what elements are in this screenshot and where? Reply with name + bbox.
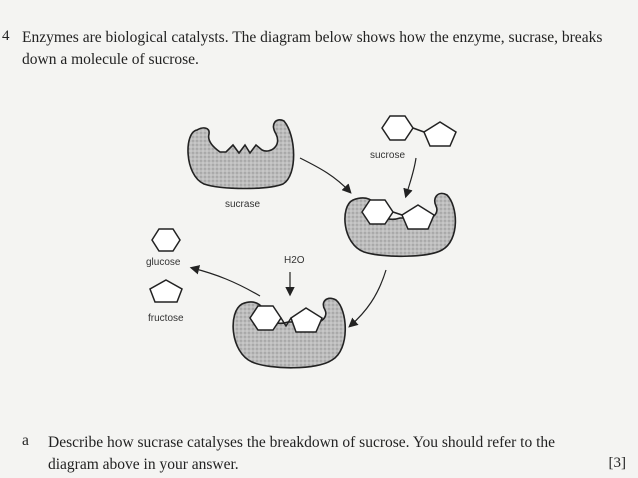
label-sucrase: sucrase <box>225 199 260 210</box>
question-number: 4 <box>2 28 10 44</box>
part-question-text: Describe how sucrase catalyses the break… <box>48 434 556 473</box>
label-sucrose: sucrose <box>370 150 405 161</box>
arrow-binding <box>299 157 352 194</box>
label-fructose: fructose <box>148 313 184 324</box>
label-glucose: glucose <box>146 257 181 268</box>
label-water: H2O <box>284 255 305 266</box>
arrow-release <box>189 265 261 297</box>
glucose-molecule <box>151 228 181 252</box>
sucrose-molecule <box>381 115 457 147</box>
enzyme-substrate-complex <box>344 192 457 258</box>
marks-label: [3] <box>608 455 627 471</box>
question-intro: Enzymes are biological catalysts. The di… <box>22 29 603 68</box>
fructose-molecule <box>149 279 183 303</box>
arrow-sucrose-in <box>403 157 417 199</box>
part-letter: a <box>22 432 29 449</box>
arrow-to-breakdown <box>348 269 387 328</box>
enzyme-products-complex <box>232 297 346 369</box>
enzyme-empty <box>187 119 295 190</box>
